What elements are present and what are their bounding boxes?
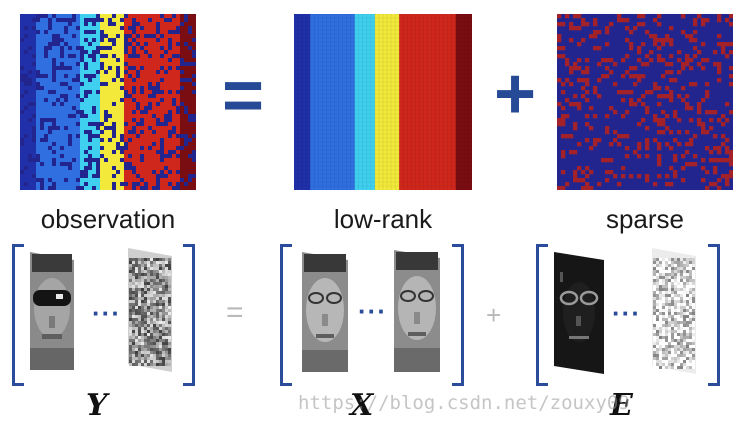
face-with-sunglasses-image <box>30 252 74 370</box>
matrix-y-left-bracket <box>12 244 24 386</box>
ellipsis-x: ··· <box>358 296 387 326</box>
ellipsis-e: ··· <box>612 298 641 328</box>
plus-sign: + <box>494 54 537 134</box>
equals-sign: = <box>222 56 265 136</box>
matrix-label-x: X <box>350 388 374 423</box>
matrix-e-right-bracket <box>708 244 720 386</box>
noise-column-image-y <box>128 248 172 372</box>
matrix-label-e: E <box>610 388 633 423</box>
low-rank-heatmap <box>294 14 472 190</box>
face-with-glasses-image-2 <box>394 250 440 372</box>
observation-caption: observation <box>40 204 176 234</box>
matrix-x-left-bracket <box>280 244 292 386</box>
equals-sign-bottom: = <box>226 296 244 329</box>
ellipsis-y: ··· <box>92 298 121 328</box>
observation-heatmap <box>20 14 196 190</box>
face-with-glasses-image-1 <box>302 252 348 372</box>
matrix-label-y: Y <box>86 388 108 423</box>
sparse-caption: sparse <box>605 204 685 234</box>
matrix-e-left-bracket <box>536 244 548 386</box>
low-rank-caption: low-rank <box>333 204 433 234</box>
csdn-watermark: https://blog.csdn.net/zouxy09 <box>298 392 630 414</box>
noise-column-image-e <box>652 248 696 374</box>
plus-sign-bottom: + <box>486 300 502 330</box>
matrix-x-right-bracket <box>452 244 464 386</box>
matrix-y-right-bracket <box>183 244 195 386</box>
sparse-error-face-image <box>554 252 604 374</box>
sparse-heatmap <box>557 14 733 190</box>
